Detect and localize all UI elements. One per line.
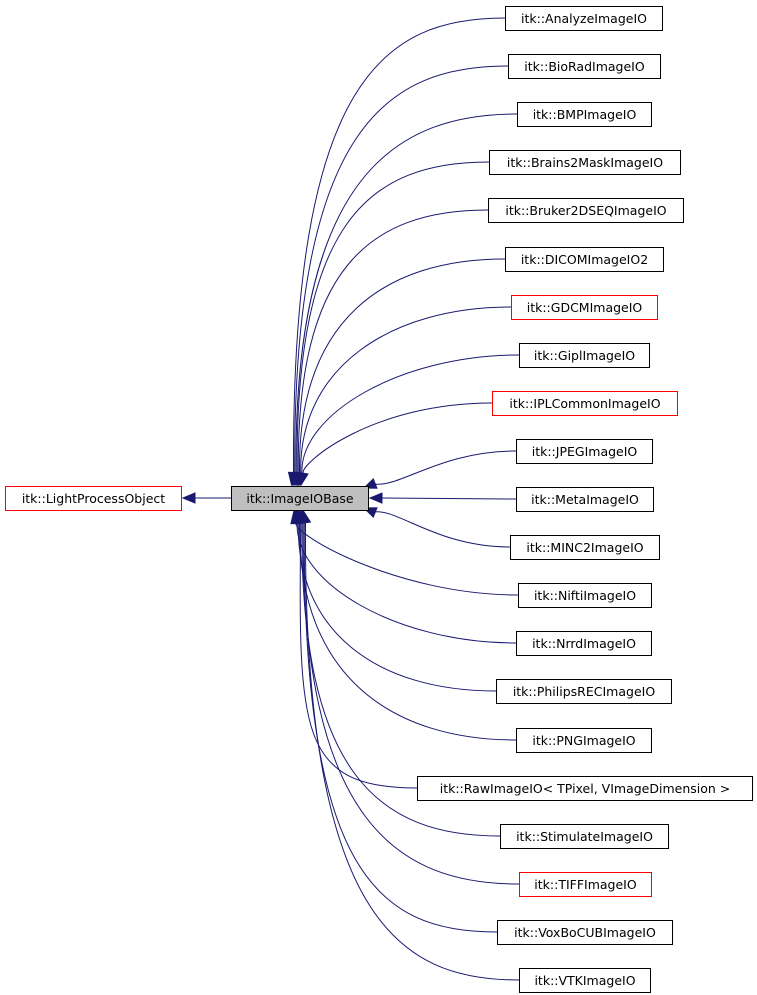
node-metaimageio[interactable]: itk::MetaImageIO bbox=[516, 487, 654, 512]
node-gdcmimageio-box bbox=[511, 295, 658, 320]
node-dicomimageio2-label: itk::DICOMImageIO2 bbox=[521, 252, 648, 267]
edge-iplcommonimageio-arrowhead bbox=[297, 471, 309, 487]
node-bruker2dseqimageio-box bbox=[488, 198, 684, 223]
edge-bmpimageio bbox=[295, 113, 518, 474]
node-lightprocessobject-label: itk::LightProcessObject bbox=[22, 491, 165, 506]
node-stimulateimageio-box bbox=[500, 824, 669, 849]
node-minc2imageio[interactable]: itk::MINC2ImageIO bbox=[510, 535, 660, 560]
node-bioradimageio-label: itk::BioRadImageIO bbox=[524, 59, 645, 74]
edge-bruker2dseqimageio bbox=[297, 209, 489, 474]
node-analyzeimageio-label: itk::AnalyzeImageIO bbox=[521, 11, 647, 26]
node-imageiobase-box bbox=[231, 486, 369, 511]
node-philipsrecimageio-label: itk::PhilipsRECImageIO bbox=[513, 684, 656, 699]
node-vtkimageio-label: itk::VTKImageIO bbox=[534, 973, 635, 988]
node-niftiimageio-label: itk::NiftiImageIO bbox=[534, 588, 636, 603]
edge-vtkimageio-arrowhead bbox=[299, 509, 312, 525]
edge-nrrdimageio bbox=[296, 522, 517, 644]
edge-tiffimageio bbox=[302, 522, 520, 885]
node-nrrdimageio-box bbox=[516, 631, 652, 656]
edge-brains2maskimageio bbox=[296, 161, 490, 474]
node-brains2maskimageio-box bbox=[489, 150, 681, 175]
node-bmpimageio-box bbox=[517, 102, 652, 127]
edge-voxbocubimageio bbox=[303, 522, 498, 933]
node-philipsrecimageio[interactable]: itk::PhilipsRECImageIO bbox=[496, 679, 672, 704]
node-rawimageio-tpixel-vimagedimension[interactable]: itk::RawImageIO< TPixel, VImageDimension… bbox=[417, 776, 753, 801]
node-voxbocubimageio-box bbox=[497, 920, 673, 945]
edge-lightprocessobject-arrowhead bbox=[181, 492, 196, 504]
node-analyzeimageio-box bbox=[505, 6, 663, 31]
node-voxbocubimageio[interactable]: itk::VoxBoCUBImageIO bbox=[497, 920, 673, 945]
node-stimulateimageio[interactable]: itk::StimulateImageIO bbox=[500, 824, 669, 849]
edge-analyzeimageio bbox=[292, 17, 506, 474]
edge-pngimageio bbox=[298, 522, 517, 741]
node-iplcommonimageio[interactable]: itk::IPLCommonImageIO bbox=[492, 391, 678, 416]
node-rawimageio-tpixel-vimagedimension-box bbox=[417, 776, 753, 801]
node-tiffimageio[interactable]: itk::TIFFImageIO bbox=[519, 872, 652, 897]
node-jpegimageio[interactable]: itk::JPEGImageIO bbox=[516, 439, 653, 464]
edge-iplcommonimageio bbox=[302, 402, 493, 474]
edge-vtkimageio bbox=[304, 522, 520, 981]
node-bmpimageio[interactable]: itk::BMPImageIO bbox=[517, 102, 652, 127]
node-pngimageio-box bbox=[516, 728, 652, 753]
edge-giplimageio bbox=[301, 354, 520, 474]
node-tiffimageio-box bbox=[519, 872, 652, 897]
node-jpegimageio-label: itk::JPEGImageIO bbox=[532, 444, 638, 459]
node-iplcommonimageio-box bbox=[492, 391, 678, 416]
node-analyzeimageio[interactable]: itk::AnalyzeImageIO bbox=[505, 6, 663, 31]
node-niftiimageio-box bbox=[518, 583, 652, 608]
node-pngimageio-label: itk::PNGImageIO bbox=[532, 733, 635, 748]
edge-jpegimageio-arrowhead bbox=[362, 478, 378, 489]
node-stimulateimageio-label: itk::StimulateImageIO bbox=[516, 829, 653, 844]
edge-philipsrecimageio bbox=[297, 522, 497, 692]
edge-metaimageio bbox=[381, 497, 517, 500]
node-dicomimageio2-box bbox=[505, 247, 664, 272]
node-dicomimageio2[interactable]: itk::DICOMImageIO2 bbox=[505, 247, 664, 272]
node-nrrdimageio-label: itk::NrrdImageIO bbox=[532, 636, 636, 651]
node-lightprocessobject[interactable]: itk::LightProcessObject bbox=[5, 486, 182, 511]
node-rawimageio-tpixel-vimagedimension-label: itk::RawImageIO< TPixel, VImageDimension… bbox=[440, 781, 731, 796]
node-metaimageio-label: itk::MetaImageIO bbox=[531, 492, 639, 507]
node-imageiobase-label: itk::ImageIOBase bbox=[246, 491, 353, 506]
node-philipsrecimageio-box bbox=[496, 679, 672, 704]
edge-gdcmimageio bbox=[300, 306, 512, 474]
node-giplimageio[interactable]: itk::GiplImageIO bbox=[519, 343, 650, 368]
node-jpegimageio-box bbox=[516, 439, 653, 464]
node-bruker2dseqimageio[interactable]: itk::Bruker2DSEQImageIO bbox=[488, 198, 684, 223]
node-nrrdimageio[interactable]: itk::NrrdImageIO bbox=[516, 631, 652, 656]
node-voxbocubimageio-label: itk::VoxBoCUBImageIO bbox=[514, 925, 656, 940]
node-minc2imageio-label: itk::MINC2ImageIO bbox=[526, 540, 643, 555]
node-metaimageio-box bbox=[516, 487, 654, 512]
node-vtkimageio[interactable]: itk::VTKImageIO bbox=[519, 968, 651, 993]
edge-bioradimageio bbox=[294, 65, 509, 474]
node-pngimageio[interactable]: itk::PNGImageIO bbox=[516, 728, 652, 753]
node-bruker2dseqimageio-label: itk::Bruker2DSEQImageIO bbox=[505, 203, 666, 218]
node-giplimageio-label: itk::GiplImageIO bbox=[534, 348, 635, 363]
edges bbox=[181, 17, 520, 981]
node-tiffimageio-label: itk::TIFFImageIO bbox=[534, 877, 637, 892]
node-minc2imageio-box bbox=[510, 535, 660, 560]
node-bioradimageio-box bbox=[508, 54, 661, 79]
node-iplcommonimageio-label: itk::IPLCommonImageIO bbox=[509, 396, 660, 411]
node-giplimageio-box bbox=[519, 343, 650, 368]
node-bmpimageio-label: itk::BMPImageIO bbox=[533, 107, 637, 122]
node-lightprocessobject-box bbox=[5, 486, 182, 511]
node-imageiobase[interactable]: itk::ImageIOBase bbox=[231, 486, 369, 511]
edge-metaimageio-arrowhead bbox=[368, 492, 383, 504]
edge-jpegimageio bbox=[373, 450, 517, 485]
edge-dicomimageio2 bbox=[298, 258, 506, 474]
node-brains2maskimageio[interactable]: itk::Brains2MaskImageIO bbox=[489, 150, 681, 175]
node-gdcmimageio-label: itk::GDCMImageIO bbox=[527, 300, 643, 315]
edge-rawimageio-tpixel-vimagedimension bbox=[299, 522, 418, 789]
edge-minc2imageio bbox=[373, 511, 511, 548]
edge-niftiimageio bbox=[295, 522, 519, 596]
node-vtkimageio-box bbox=[519, 968, 651, 993]
node-brains2maskimageio-label: itk::Brains2MaskImageIO bbox=[507, 155, 663, 170]
node-niftiimageio[interactable]: itk::NiftiImageIO bbox=[518, 583, 652, 608]
node-gdcmimageio[interactable]: itk::GDCMImageIO bbox=[511, 295, 658, 320]
node-bioradimageio[interactable]: itk::BioRadImageIO bbox=[508, 54, 661, 79]
